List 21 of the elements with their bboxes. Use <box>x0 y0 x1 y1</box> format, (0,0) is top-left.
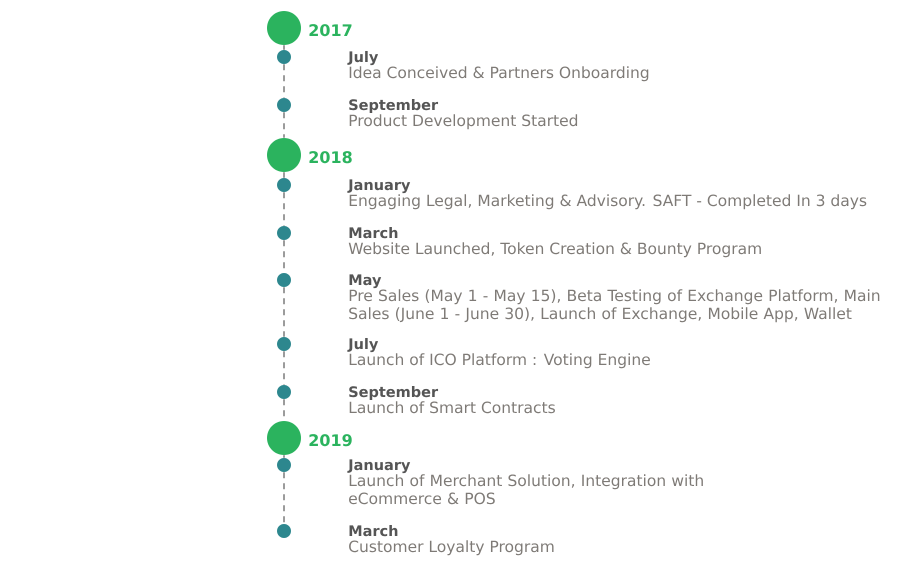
month-heading: March <box>350 226 398 238</box>
month-heading: January <box>347 459 410 474</box>
year-heading: 2019 <box>309 434 352 446</box>
milestone-description: Launch of Merchant Solution, Integration with eCommerce & POS <box>349 474 703 504</box>
milestone-description: Product Development Started <box>350 114 578 130</box>
milestone-description: Launch of ICO Platform : Voting Engine <box>350 353 650 368</box>
month-heading: July <box>347 50 378 66</box>
milestone-description: Website Launched, Token Creation & Bounty Program <box>348 242 761 258</box>
milestone-description: Pre Sales (May 1 - May 15), Beta Testing of Exchange Platform, Main Sales (June 1 - June 30), Launch of Exchange, Mobile App, Wallet <box>349 289 880 322</box>
month-heading: January <box>347 179 410 194</box>
milestone-description: Customer Loyalty Program <box>349 540 554 556</box>
year-heading: 2018 <box>309 151 352 164</box>
year-heading: 2017 <box>309 24 352 36</box>
milestone-description: Launch of Smart Contracts <box>350 401 555 414</box>
month-heading: March <box>350 524 398 536</box>
month-heading: July <box>347 338 378 352</box>
milestone-description: Idea Conceived & Partners Onboarding <box>350 66 648 82</box>
month-heading: September <box>349 386 438 400</box>
milestone-description: Engaging Legal, Marketing & Advisory. SAFT - Completed In 3 days <box>350 194 866 210</box>
month-heading: May <box>350 274 382 288</box>
month-heading: September <box>349 98 438 113</box>
